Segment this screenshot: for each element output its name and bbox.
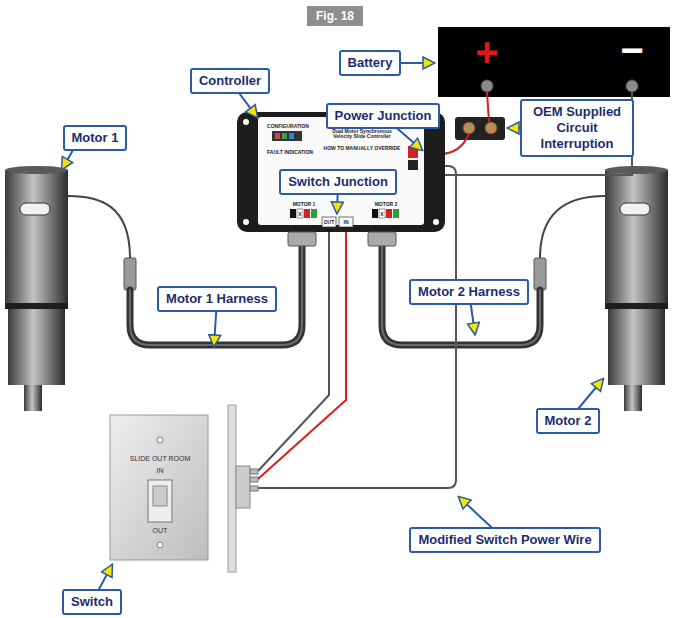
switch-illustration — [148, 480, 172, 522]
callout-box: Controller — [190, 68, 270, 94]
callout-text: OEM Supplied Circuit Interruption — [529, 104, 625, 152]
part-label: MOTOR 2 — [375, 202, 398, 207]
switch-illustration — [153, 486, 167, 506]
part-label: Dual Motor Synchronous Velocity Slide Co… — [326, 129, 398, 140]
callout-box: Switch Junction — [279, 169, 397, 195]
part-label: FAULT INDICATION — [267, 150, 313, 155]
controller-body — [372, 209, 378, 218]
part-label: SLIDE OUT ROOM — [130, 455, 191, 462]
switch-illustration — [236, 466, 250, 508]
switch-illustration — [110, 405, 258, 572]
battery-terminal — [626, 80, 638, 92]
callout-text: Switch Junction — [288, 174, 388, 190]
part-label: X — [298, 212, 301, 217]
switch-illustration — [110, 415, 208, 560]
switch-illustration — [228, 405, 236, 572]
controller-body — [290, 209, 296, 218]
part-label: IN — [344, 220, 349, 225]
controller-body — [237, 112, 445, 232]
callout-text: Controller — [199, 73, 261, 89]
controller-body — [243, 219, 249, 225]
callout-box: Motor 1 Harness — [157, 286, 277, 312]
controller-body — [408, 146, 418, 158]
controller-body — [386, 209, 392, 218]
callout-text: Motor 1 — [72, 130, 119, 146]
battery-terminal — [481, 80, 493, 92]
part-label: + — [475, 32, 498, 72]
motor-lead — [68, 196, 130, 258]
circuit-breaker — [455, 117, 505, 140]
switch-illustration — [250, 486, 258, 491]
callout-text: Motor 1 Harness — [166, 291, 268, 307]
part-label: IN — [157, 467, 164, 474]
wire — [487, 92, 489, 122]
wire — [258, 228, 346, 479]
motor-harness — [382, 246, 540, 345]
controller-body — [258, 117, 424, 225]
part-label: − — [620, 30, 643, 70]
controller-body — [379, 209, 385, 218]
circuit-breaker — [485, 122, 497, 134]
switch-illustration — [250, 469, 258, 474]
callout-box: Motor 1 — [63, 125, 128, 151]
controller-body — [304, 209, 310, 218]
figure-title: Fig. 18 — [307, 6, 363, 26]
motor-harness — [130, 246, 302, 345]
circuit-breaker — [463, 122, 475, 134]
callout-box: Modified Switch Power Wire — [409, 527, 600, 553]
battery-body — [438, 27, 670, 97]
callout-text: Motor 2 Harness — [418, 284, 520, 300]
controller-body — [237, 112, 445, 246]
motor-harness — [130, 246, 302, 345]
controller-body — [243, 119, 249, 125]
callout-box: Switch — [62, 589, 122, 615]
controller-body — [311, 209, 317, 218]
harness-connector — [124, 258, 136, 290]
switch-illustration — [250, 477, 258, 482]
callout-text: Modified Switch Power Wire — [418, 532, 591, 548]
callout-box: Power Junction — [326, 103, 441, 129]
callout-text: Motor 2 — [545, 413, 592, 429]
callout-box: Motor 2 Harness — [409, 279, 529, 305]
switch-illustration — [157, 437, 163, 443]
callout-box: OEM Supplied Circuit Interruption — [520, 99, 634, 157]
controller-body — [322, 217, 336, 227]
controller-body — [433, 219, 439, 225]
motor-harness — [382, 246, 540, 345]
harness-connector — [534, 258, 546, 290]
motor-illustration — [605, 166, 668, 411]
motor-lead — [540, 196, 605, 258]
controller-body — [289, 133, 294, 139]
controller-body — [288, 232, 316, 246]
part-label: OUT — [324, 220, 335, 225]
figure-title-text: Fig. 18 — [316, 9, 354, 23]
controller-body — [408, 160, 418, 170]
part-label: MOTOR 1 — [293, 202, 316, 207]
controller-body — [282, 133, 287, 139]
controller-body — [368, 232, 396, 246]
controller-body — [297, 209, 303, 218]
part-label: CONFIGURATION — [267, 124, 309, 129]
part-label: HOW TO MANUALLY OVERRIDE — [324, 146, 401, 151]
controller-body — [393, 209, 399, 218]
switch-illustration — [157, 542, 163, 548]
circuit-breaker — [455, 117, 505, 140]
motor-illustration — [5, 166, 68, 411]
callout-text: Power Junction — [335, 108, 432, 124]
callout-text: Switch — [71, 594, 113, 610]
battery — [438, 27, 670, 97]
motor-harness — [130, 246, 540, 345]
part-label: OUT — [153, 527, 168, 534]
controller-body — [275, 133, 280, 139]
wire — [258, 228, 329, 471]
controller-body — [272, 131, 302, 141]
callout-text: Battery — [348, 55, 393, 71]
callout-box: Motor 2 — [536, 408, 601, 434]
callout-box: Battery — [339, 50, 402, 76]
part-label: X — [380, 212, 383, 217]
controller-body — [339, 217, 353, 227]
